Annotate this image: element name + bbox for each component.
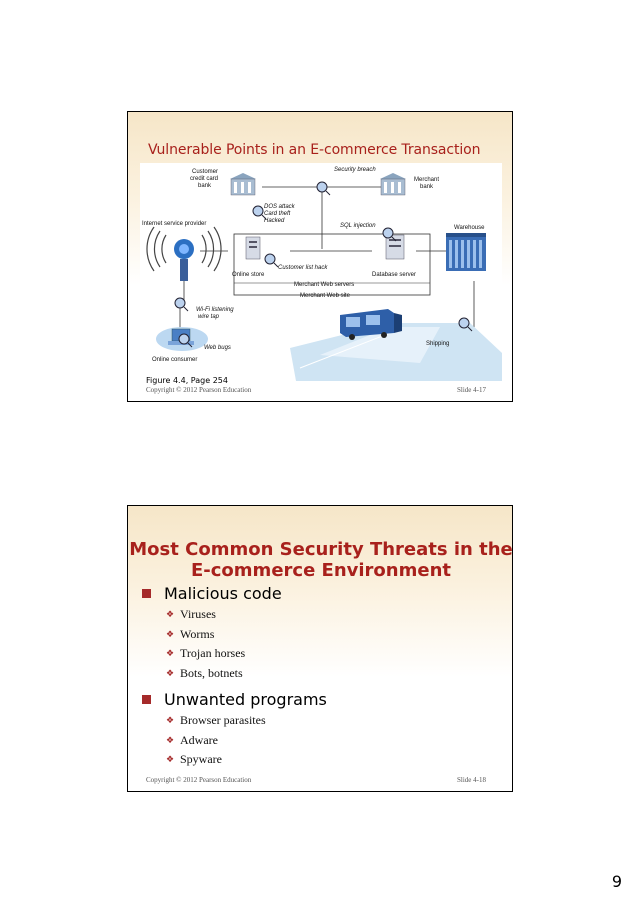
label-dos-l3: Hacked [264, 218, 285, 224]
label-online-store: Online store [232, 272, 265, 278]
diamond-bullet-icon: ❖ [166, 664, 174, 684]
label-customer-bank-l3: bank [198, 183, 212, 189]
page-number: 9 [612, 872, 622, 891]
bullet-label: Malicious code [164, 584, 282, 603]
isp-antenna-icon [147, 227, 221, 281]
malicious-code-items: ❖ Viruses ❖ Worms ❖ Trojan horses ❖ Bots, bo… [140, 605, 327, 683]
item-text: Trojan horses [180, 646, 245, 660]
label-wifi-l1: Wi-Fi listening [196, 307, 234, 313]
item-text: Spyware [180, 752, 222, 766]
label-merchant-bank-l2: bank [420, 184, 434, 190]
slide-4-18: Most Common Security Threats in the E-co… [127, 505, 513, 792]
item-text: Bots, botnets [180, 666, 243, 680]
slide-title-line-1: Most Common Security Threats in the [128, 539, 513, 560]
figure-caption: Figure 4.4, Page 254 [146, 376, 228, 385]
slide-number: Slide 4-17 [457, 386, 486, 394]
slide-4-17: Vulnerable Points in an E-commerce Trans… [127, 111, 513, 402]
diamond-bullet-icon: ❖ [166, 644, 174, 664]
list-item: ❖ Viruses [140, 605, 327, 625]
list-item: ❖ Adware [140, 731, 327, 751]
label-dos-l2: Card theft [264, 211, 291, 217]
label-security-breach: Security breach [334, 167, 376, 173]
copyright: Copyright © 2012 Pearson Education [146, 776, 251, 784]
diagram-svg: Customer credit card bank Security breac… [140, 163, 502, 381]
square-bullet-icon [142, 695, 151, 704]
customer-bank-icon [230, 173, 256, 195]
slide-number: Slide 4-18 [457, 776, 486, 784]
item-text: Viruses [180, 607, 216, 621]
unwanted-programs-items: ❖ Browser parasites ❖ Adware ❖ Spyware [140, 711, 327, 770]
item-text: Browser parasites [180, 713, 266, 727]
label-web-bugs: Web bugs [204, 345, 231, 351]
diamond-bullet-icon: ❖ [166, 625, 174, 645]
warehouse-icon [446, 233, 486, 271]
diamond-bullet-icon: ❖ [166, 711, 174, 731]
label-db-server: Database server [372, 272, 416, 278]
magnifier-security-breach-icon [317, 182, 330, 195]
label-customer-bank-l1: Customer [192, 169, 218, 175]
list-item: ❖ Trojan horses [140, 644, 327, 664]
diamond-bullet-icon: ❖ [166, 750, 174, 770]
online-store-server-icon [246, 237, 260, 259]
slide-title-line-2: E-commerce Environment [128, 560, 513, 581]
item-text: Adware [180, 733, 218, 747]
list-item: ❖ Worms [140, 625, 327, 645]
list-item: ❖ Spyware [140, 750, 327, 770]
label-shipping: Shipping [426, 341, 449, 347]
list-item: ❖ Bots, botnets [140, 664, 327, 684]
square-bullet-icon [142, 589, 151, 598]
list-item: ❖ Browser parasites [140, 711, 327, 731]
bullet-label: Unwanted programs [164, 690, 327, 709]
magnifier-wifi-icon [175, 298, 188, 311]
label-merchant-bank-l1: Merchant [414, 177, 439, 183]
label-list-hack: Customer list hack [278, 265, 328, 271]
item-text: Worms [180, 627, 214, 641]
vulnerable-points-diagram: Customer credit card bank Security breac… [140, 163, 502, 381]
label-merchant-site: Merchant Web site [300, 293, 351, 299]
slide-title: Vulnerable Points in an E-commerce Trans… [148, 142, 480, 158]
database-server-icon [386, 235, 404, 259]
label-wifi-l2: wire tap [198, 314, 220, 320]
diamond-bullet-icon: ❖ [166, 605, 174, 625]
label-merchant-servers: Merchant Web servers [294, 282, 354, 288]
label-sql: SQL injection [340, 223, 376, 229]
slide-title: Most Common Security Threats in the E-co… [128, 539, 513, 581]
threat-list: Malicious code ❖ Viruses ❖ Worms ❖ Trojan h… [140, 583, 327, 776]
bullet-malicious-code: Malicious code [140, 583, 327, 605]
diamond-bullet-icon: ❖ [166, 731, 174, 751]
bullet-unwanted-programs: Unwanted programs [140, 689, 327, 711]
merchant-bank-icon [380, 173, 406, 195]
label-online-consumer: Online consumer [152, 357, 197, 363]
magnifier-list-hack-icon [265, 254, 278, 267]
label-customer-bank-l2: credit card [190, 176, 218, 182]
label-isp: Internet service provider [142, 221, 206, 227]
label-warehouse: Warehouse [454, 225, 485, 231]
copyright: Copyright © 2012 Pearson Education [146, 386, 251, 394]
label-dos-l1: DOS attack [264, 204, 296, 210]
